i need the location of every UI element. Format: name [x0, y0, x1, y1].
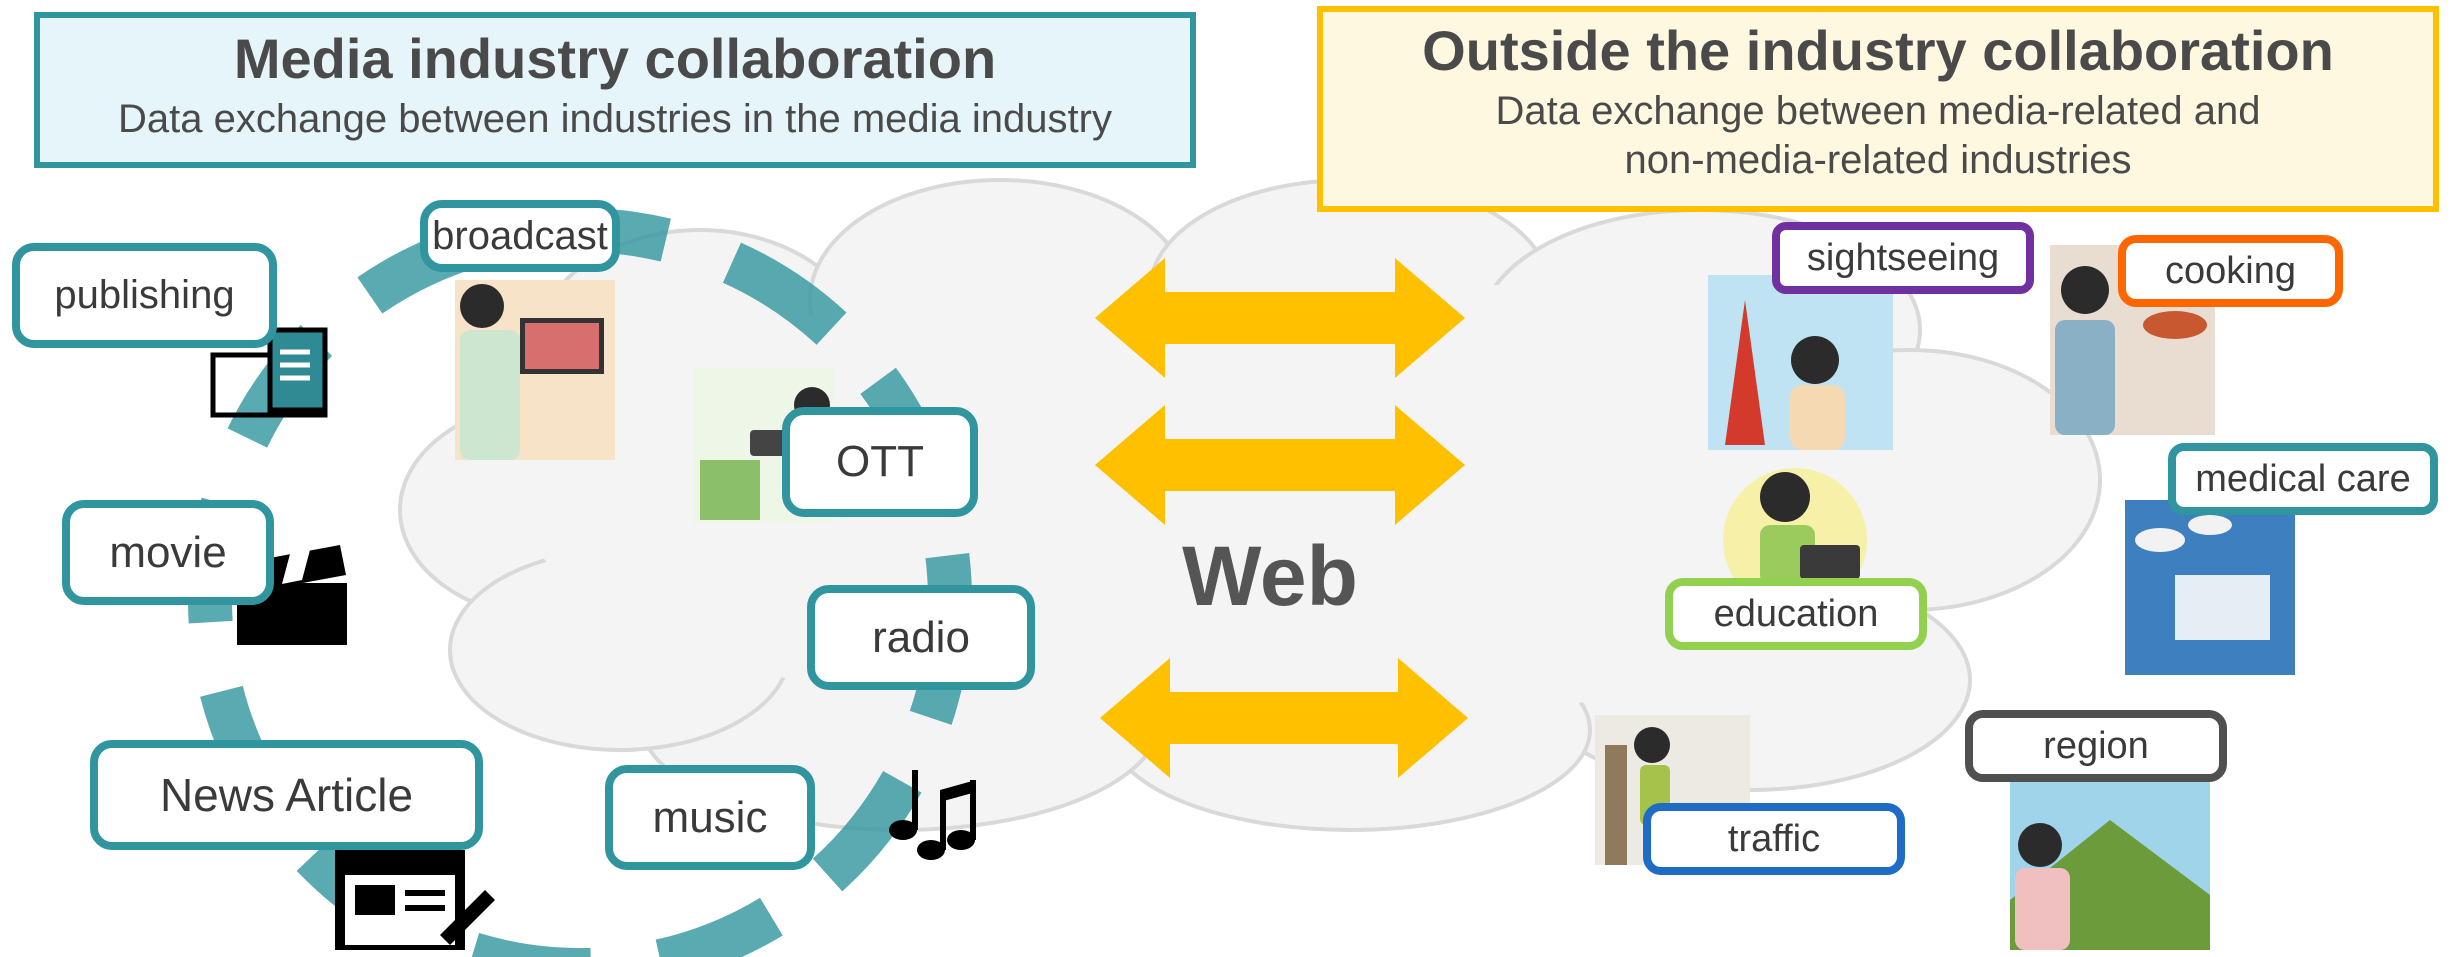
label-music: music: [605, 765, 815, 870]
publishing-icon: [210, 327, 328, 418]
left-panel-subtitle: Data exchange between industries in the …: [118, 97, 1112, 141]
label-broadcast: broadcast: [420, 200, 620, 272]
right-panel-subtitle-line2: non-media-related industries: [1624, 138, 2132, 182]
music-notes-icon: [889, 770, 976, 860]
label-education: education: [1665, 578, 1927, 650]
label-region: region: [1965, 710, 2227, 782]
region-illustration: [2010, 775, 2210, 950]
label-news-article: News Article: [90, 740, 483, 850]
sightseeing-illustration: [1708, 275, 1893, 450]
label-medical-care: medical care: [2168, 443, 2438, 515]
label-publishing: publishing: [12, 243, 277, 348]
education-illustration: [1723, 468, 1867, 612]
left-panel-title: Media industry collaboration: [233, 27, 997, 90]
right-panel-subtitle-line1: Data exchange between media-related and: [1495, 89, 2261, 133]
left-title-panel: Media industry collaboration Data exchan…: [34, 12, 1196, 168]
label-traffic: traffic: [1643, 803, 1905, 875]
right-panel-title: Outside the industry collaboration: [1422, 19, 2334, 82]
web-label: Web: [1182, 529, 1358, 623]
label-cooking: cooking: [2118, 235, 2343, 307]
arrow-middle: [1095, 405, 1465, 525]
label-ott: OTT: [782, 407, 978, 517]
right-title-panel: Outside the industry collaboration Data …: [1317, 6, 2439, 212]
label-movie: movie: [62, 500, 274, 605]
arrow-top: [1095, 258, 1465, 378]
label-sightseeing: sightseeing: [1772, 222, 2034, 294]
news-article-icon: [335, 850, 495, 950]
arrow-bottom: [1100, 658, 1468, 778]
broadcast-illustration: [455, 280, 615, 460]
label-radio: radio: [807, 585, 1035, 690]
web-arrows: [1095, 258, 1468, 778]
medical-care-illustration: [2125, 500, 2295, 675]
